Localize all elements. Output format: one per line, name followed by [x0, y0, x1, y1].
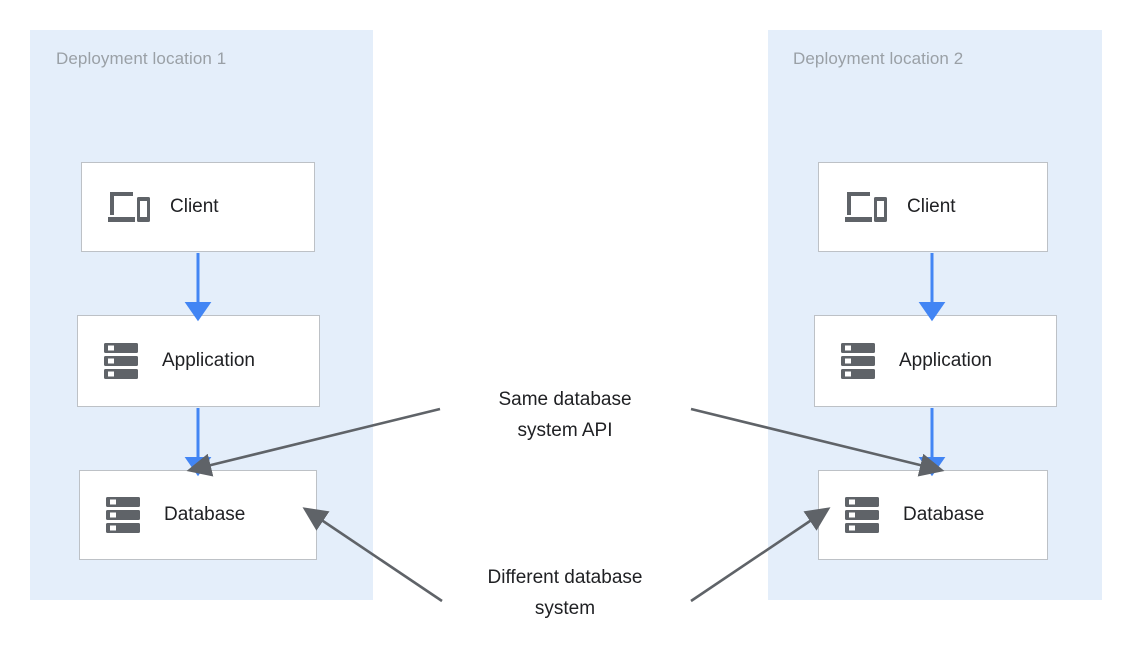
- server-icon: [100, 496, 146, 534]
- annotation-different-system: Different database system: [415, 562, 715, 624]
- server-icon: [839, 496, 885, 534]
- node-database-2-label: Database: [903, 504, 985, 525]
- node-client-2[interactable]: Client: [818, 162, 1048, 252]
- node-client-1[interactable]: Client: [81, 162, 315, 252]
- devices-icon: [100, 189, 158, 225]
- node-database-2[interactable]: Database: [818, 470, 1048, 560]
- annotation-same-api-line1: Same database: [498, 389, 632, 410]
- node-application-2[interactable]: Application: [814, 315, 1057, 407]
- deployment-zone-2-title: Deployment location 2: [793, 49, 964, 68]
- annotation-same-api-line2: system API: [517, 420, 613, 441]
- node-application-1[interactable]: Application: [77, 315, 320, 407]
- annotation-same-api: Same database system API: [415, 384, 715, 446]
- server-icon: [98, 342, 144, 380]
- deployment-zone-1-title: Deployment location 1: [56, 49, 227, 68]
- node-client-2-label: Client: [907, 196, 956, 217]
- node-database-1[interactable]: Database: [79, 470, 317, 560]
- annotation-different-system-line2: system: [534, 598, 596, 619]
- annotation-different-system-line1: Different database: [487, 567, 643, 588]
- server-icon: [835, 342, 881, 380]
- node-application-2-label: Application: [899, 350, 992, 371]
- devices-icon: [837, 189, 895, 225]
- node-application-1-label: Application: [162, 350, 255, 371]
- node-database-1-label: Database: [164, 504, 246, 525]
- node-client-1-label: Client: [170, 196, 219, 217]
